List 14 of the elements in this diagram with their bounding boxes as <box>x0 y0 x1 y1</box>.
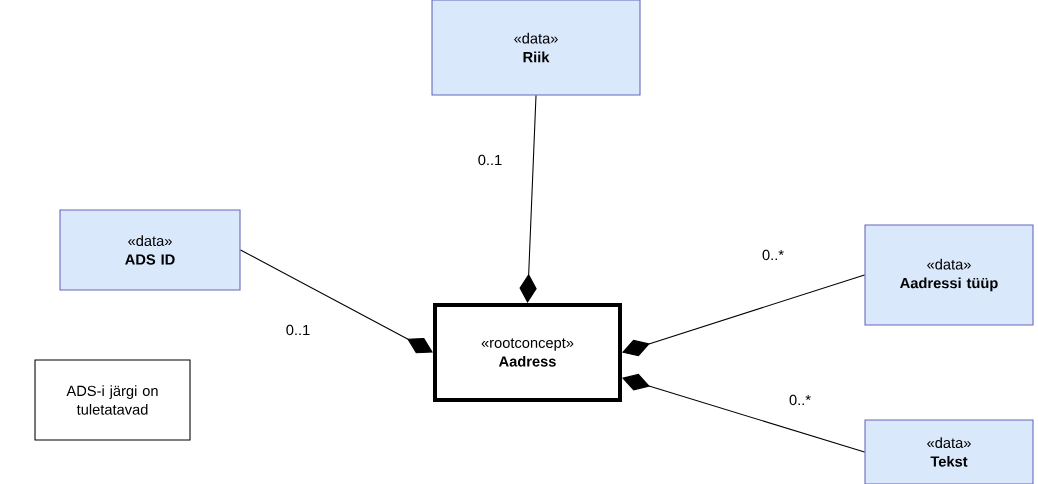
composition-line <box>622 274 865 357</box>
root-class-box: «rootconcept» Aadress <box>433 303 622 402</box>
class-box: «data» Riik <box>431 0 641 96</box>
multiplicity-label: 0..* <box>787 393 813 407</box>
class-box: «data» Tekst <box>864 419 1034 484</box>
class-box: «data» Aadressi tüüp <box>864 224 1034 326</box>
multiplicity-label: 0..1 <box>476 153 504 167</box>
composition-line <box>519 95 537 303</box>
class-box: «data» ADS ID <box>59 209 241 291</box>
note-box: ADS-i järgi on tuletatavad <box>34 359 191 441</box>
composition-line <box>622 373 865 453</box>
composition-line <box>240 249 433 354</box>
multiplicity-label: 0..1 <box>284 323 312 337</box>
multiplicity-label: 0..* <box>760 248 786 262</box>
